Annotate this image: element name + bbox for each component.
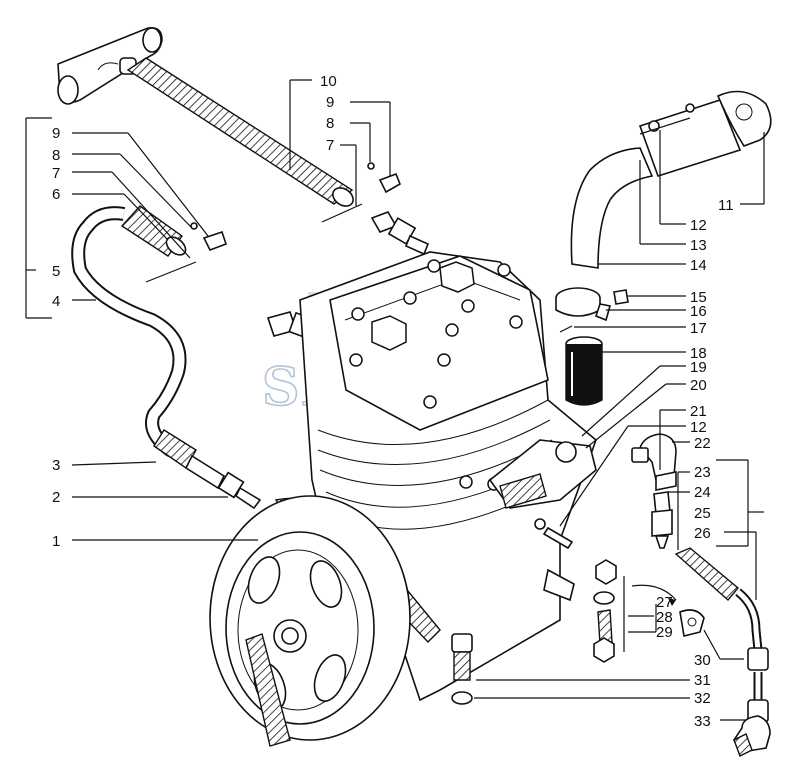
callout-2: 2 <box>52 489 60 506</box>
callout-21: 21 <box>690 403 707 420</box>
callout-12-upper: 12 <box>690 217 707 234</box>
callout-9-top: 9 <box>326 94 334 111</box>
callout-22: 22 <box>694 435 711 452</box>
clamp-parts-top <box>321 162 402 223</box>
pipe-25 <box>651 491 771 757</box>
callout-12-lower: 12 <box>690 419 707 436</box>
hose-4 <box>71 205 187 457</box>
callout-18: 18 <box>690 345 707 362</box>
callout-29: 29 <box>656 624 673 641</box>
callout-15: 15 <box>690 289 707 306</box>
callout-19: 19 <box>690 359 707 376</box>
bolt-31 <box>451 633 473 705</box>
callout-13: 13 <box>690 237 707 254</box>
callout-30: 30 <box>694 652 711 669</box>
callout-24: 24 <box>694 484 711 501</box>
callout-4: 4 <box>52 293 60 310</box>
callout-7-top: 7 <box>326 137 334 154</box>
callout-8-top: 8 <box>326 115 334 132</box>
callout-9-left: 9 <box>52 125 60 142</box>
clamp-parts-left <box>145 222 228 283</box>
callout-6: 6 <box>52 186 60 203</box>
callout-17: 17 <box>690 320 707 337</box>
callout-11: 11 <box>718 197 734 214</box>
callout-20: 20 <box>690 377 707 394</box>
callout-31: 31 <box>694 672 711 689</box>
callout-10: 10 <box>320 73 337 90</box>
callout-16: 16 <box>690 303 707 320</box>
callout-7-left: 7 <box>52 165 60 182</box>
clamp-16 <box>555 287 629 322</box>
callout-32: 32 <box>694 690 711 707</box>
callout-28: 28 <box>656 609 673 626</box>
callout-33: 33 <box>694 713 711 730</box>
leader-lines <box>25 79 765 721</box>
hose-10 <box>126 57 354 207</box>
bolt-12-lower <box>534 518 574 550</box>
callout-8-left: 8 <box>52 147 60 164</box>
elbow-22 <box>631 433 677 491</box>
fasteners-27-29 <box>593 559 705 663</box>
callout-5: 5 <box>52 263 60 280</box>
fitting-top <box>370 211 430 256</box>
callout-labels: 9 8 7 6 5 4 3 2 1 10 9 8 7 11 12 13 14 1… <box>52 73 734 730</box>
callout-27: 27 <box>656 594 673 611</box>
callout-14: 14 <box>690 257 707 274</box>
callout-1: 1 <box>52 533 60 550</box>
fitting-2 <box>153 429 262 510</box>
callout-25: 25 <box>694 505 711 522</box>
outlet-pipe <box>570 90 772 269</box>
pulley-1 <box>209 495 441 747</box>
sleeve-18 <box>565 336 603 406</box>
air-intake-tube <box>57 26 163 105</box>
callout-3: 3 <box>52 457 60 474</box>
callout-23: 23 <box>694 464 711 481</box>
callout-26: 26 <box>694 525 711 542</box>
